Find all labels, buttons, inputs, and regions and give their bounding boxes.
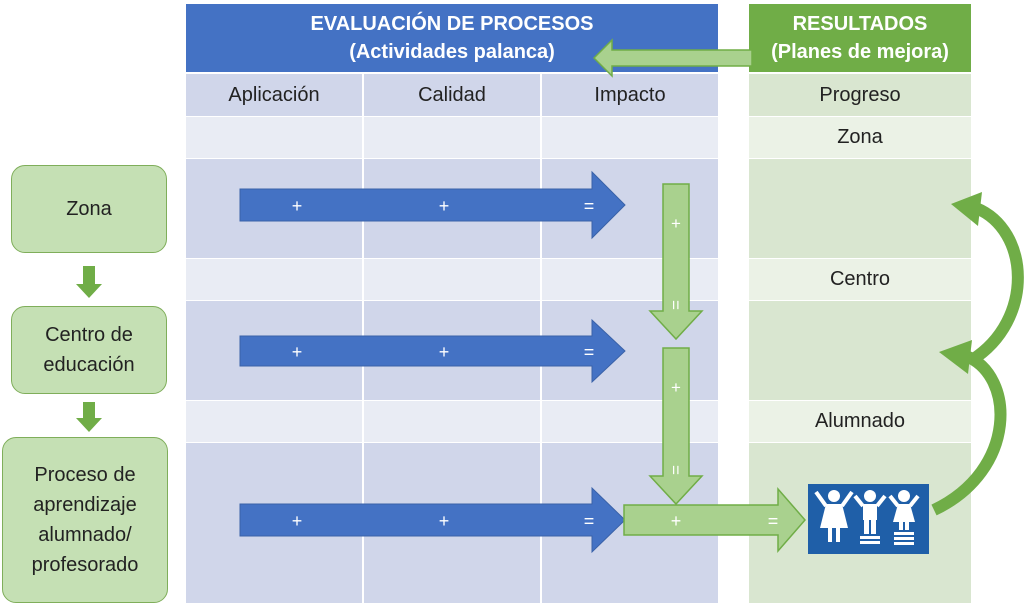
green-right-arrow bbox=[623, 486, 806, 554]
results-header: RESULTADOS (Planes de mejora) bbox=[749, 4, 971, 72]
left-box-process-line1: Proceso de bbox=[34, 464, 136, 486]
evaluation-subtitle: (Actividades palanca) bbox=[349, 41, 555, 63]
op-process-equals: = bbox=[584, 511, 595, 531]
blue-arrow-center bbox=[239, 318, 626, 384]
left-box-zone: Zona bbox=[11, 165, 167, 253]
column-progress: Progreso bbox=[819, 83, 901, 106]
left-box-process: Proceso de aprendizaje alumnado/ profeso… bbox=[2, 437, 168, 603]
left-box-process-line3: alumnado/ bbox=[38, 524, 132, 546]
left-box-center: Centro de educación bbox=[11, 306, 167, 394]
op-process-plus-2: + bbox=[439, 511, 450, 531]
left-box-center-line1: Centro de bbox=[45, 324, 133, 346]
left-down-arrow-1 bbox=[76, 266, 102, 298]
curved-arrow-to-zone-head bbox=[951, 192, 982, 226]
results-grid bbox=[749, 74, 971, 603]
curved-arrow-to-zone bbox=[968, 202, 1024, 366]
column-application: Aplicación bbox=[228, 83, 320, 106]
results-level-zone: Zona bbox=[837, 125, 883, 148]
column-quality: Calidad bbox=[418, 83, 486, 106]
blue-arrow-zone bbox=[239, 170, 626, 240]
evaluation-title: EVALUACIÓN DE PROCESOS bbox=[310, 13, 594, 35]
left-box-process-line4: profesorado bbox=[31, 554, 139, 576]
op-zone-plus-2: + bbox=[439, 196, 450, 216]
op-vertical-equals-1: = bbox=[666, 300, 685, 310]
green-down-arrow-1 bbox=[648, 183, 704, 341]
op-final-plus: + bbox=[671, 511, 682, 531]
students-podium-icon bbox=[808, 484, 929, 554]
column-impact: Impacto bbox=[594, 83, 666, 106]
results-level-students: Alumnado bbox=[814, 409, 906, 432]
green-down-arrow-2 bbox=[648, 347, 704, 506]
left-box-center-line2: educación bbox=[43, 354, 135, 376]
op-process-plus-1: + bbox=[292, 511, 303, 531]
blue-arrow-process bbox=[239, 486, 626, 554]
op-center-plus-1: + bbox=[292, 342, 303, 362]
left-down-arrow-2 bbox=[76, 402, 102, 432]
op-zone-plus-1: + bbox=[292, 196, 303, 216]
curved-arrow-to-center bbox=[931, 350, 1007, 516]
op-center-equals: = bbox=[584, 342, 595, 362]
op-center-plus-2: + bbox=[439, 342, 450, 362]
results-title: RESULTADOS bbox=[792, 13, 928, 35]
op-final-equals: = bbox=[768, 511, 779, 531]
results-level-center: Centro bbox=[829, 267, 891, 290]
op-vertical-equals-2: = bbox=[666, 465, 685, 475]
curved-arrow-to-center-head bbox=[939, 340, 972, 374]
op-vertical-plus-2: + bbox=[671, 378, 681, 397]
op-zone-equals: = bbox=[584, 196, 595, 216]
results-to-evaluation-arrow bbox=[592, 38, 753, 78]
op-vertical-plus-1: + bbox=[671, 214, 681, 233]
left-box-process-line2: aprendizaje bbox=[33, 494, 137, 516]
results-subtitle: (Planes de mejora) bbox=[771, 41, 949, 63]
left-box-zone-label: Zona bbox=[66, 198, 112, 220]
